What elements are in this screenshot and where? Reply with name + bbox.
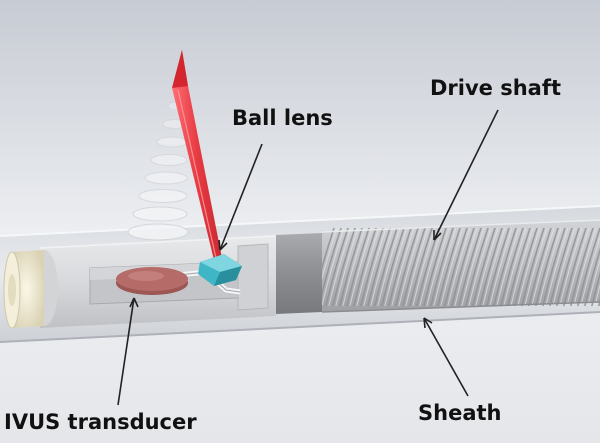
ultrasound-wavefront — [127, 223, 189, 241]
ultrasound-wavefront — [132, 206, 188, 222]
ultrasound-wavefront — [156, 136, 188, 148]
ball-lens-label: Ball lens — [232, 106, 333, 130]
laser-beam — [172, 50, 222, 260]
leader-drive-shaft — [433, 109, 499, 241]
ball-lens — [198, 254, 242, 286]
ultrasound-wavefront — [138, 189, 188, 203]
sheath-label: Sheath — [418, 401, 502, 425]
drive-shaft-label: Drive shaft — [430, 76, 562, 100]
leader-lines — [117, 109, 499, 406]
ultrasound-wavefront — [150, 154, 188, 166]
leader-sheath — [423, 317, 469, 397]
leader-ivus-transducer — [117, 297, 139, 406]
ivus-transducer-label: IVUS transducer — [4, 410, 197, 434]
end-cap — [3, 250, 58, 329]
ivus-transducer-disc — [116, 267, 188, 295]
drive-shaft-band — [276, 233, 322, 314]
leader-ball-lens — [218, 143, 263, 251]
ultrasound-wavefront — [144, 171, 188, 185]
drive-shaft — [318, 219, 600, 313]
